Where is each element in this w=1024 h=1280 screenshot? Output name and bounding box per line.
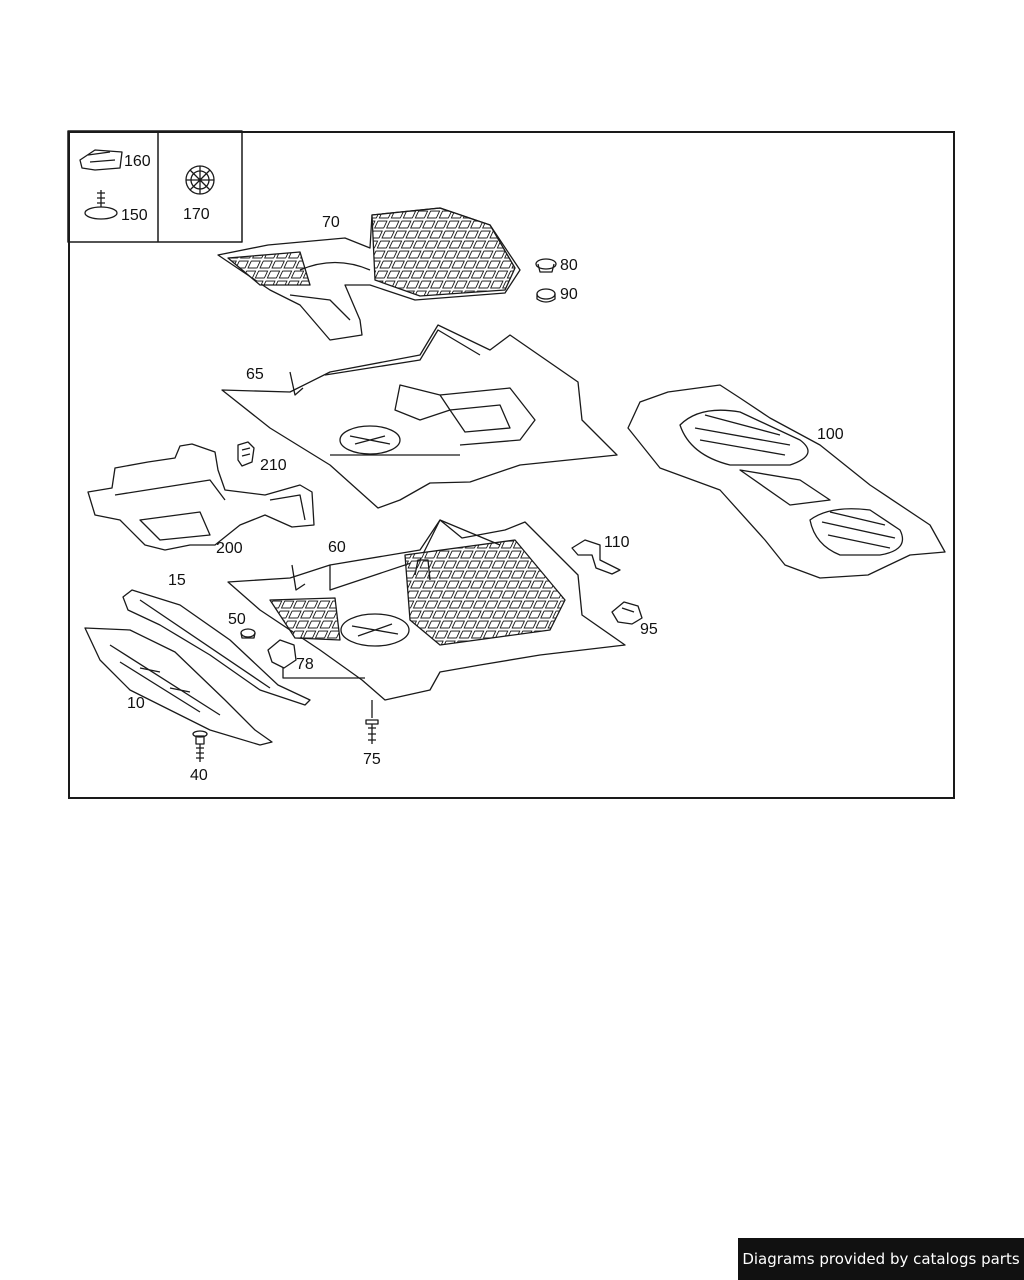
part-110-bracket bbox=[571, 539, 621, 575]
part-15-strip bbox=[122, 589, 311, 706]
callout-50: 50 bbox=[228, 611, 246, 628]
callout-65: 65 bbox=[246, 366, 264, 383]
callout-100: 100 bbox=[817, 426, 844, 443]
callout-150: 150 bbox=[121, 207, 148, 224]
callout-210: 210 bbox=[260, 457, 287, 474]
callout-75: 75 bbox=[363, 751, 381, 768]
part-78-clip bbox=[267, 639, 365, 679]
part-75-screw bbox=[365, 700, 379, 744]
part-65-shield bbox=[221, 324, 618, 509]
callout-70: 70 bbox=[322, 214, 340, 231]
callout-90: 90 bbox=[560, 286, 578, 303]
grommet-part-170-icon bbox=[185, 165, 215, 195]
small-parts-inset bbox=[67, 130, 243, 243]
part-50-nut bbox=[240, 628, 256, 639]
screw-part-150-icon bbox=[84, 190, 118, 220]
callout-78: 78 bbox=[296, 656, 314, 673]
callout-170: 170 bbox=[183, 206, 210, 223]
callout-10: 10 bbox=[127, 695, 145, 712]
callout-160: 160 bbox=[124, 153, 151, 170]
part-200-cover bbox=[87, 443, 315, 551]
part-210-clip bbox=[237, 441, 255, 467]
part-100-shield bbox=[627, 384, 946, 579]
part-70-shield bbox=[217, 207, 521, 341]
clip-part-160-icon bbox=[79, 149, 123, 171]
part-95-clip bbox=[611, 601, 643, 625]
credit-text: Diagrams provided by catalogs parts bbox=[742, 1250, 1020, 1268]
callout-80: 80 bbox=[560, 257, 578, 274]
part-60-shield bbox=[227, 519, 626, 701]
part-40-screw bbox=[192, 730, 208, 762]
callout-15: 15 bbox=[168, 572, 186, 589]
part-80-nut bbox=[535, 258, 557, 273]
callout-40: 40 bbox=[190, 767, 208, 784]
part-10-cover bbox=[84, 627, 273, 746]
callout-200: 200 bbox=[216, 540, 243, 557]
credit-banner: Diagrams provided by catalogs parts bbox=[738, 1238, 1024, 1280]
callout-60: 60 bbox=[328, 539, 346, 556]
callout-110: 110 bbox=[604, 534, 630, 551]
callout-95: 95 bbox=[640, 621, 658, 638]
part-90-grommet bbox=[536, 288, 556, 303]
